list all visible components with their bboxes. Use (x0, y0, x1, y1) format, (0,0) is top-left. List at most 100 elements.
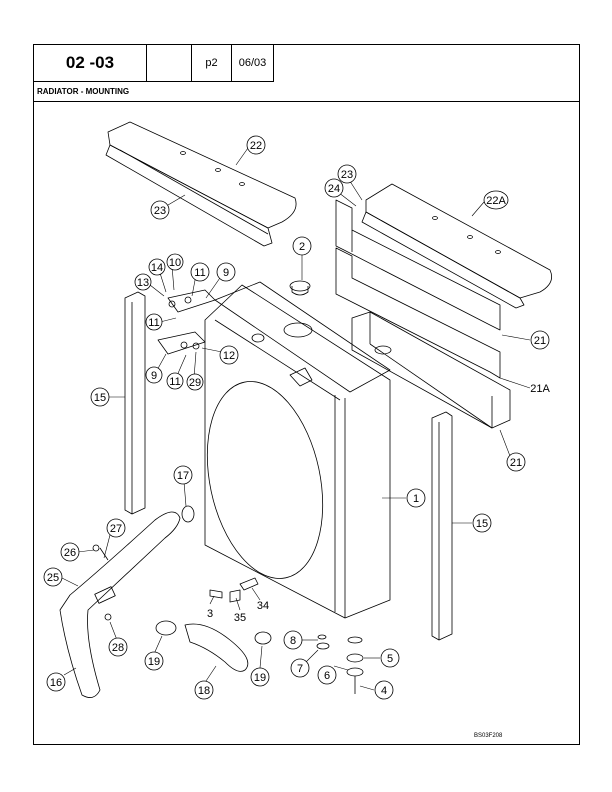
callout-label: 10 (169, 257, 181, 269)
mounting-hardware (316, 634, 364, 694)
callout-label: 14 (151, 262, 163, 274)
callout-label: 19 (148, 656, 160, 668)
callout: 8 (283, 630, 303, 650)
callout: 34 (257, 600, 269, 612)
callout: 21A (530, 383, 550, 395)
callout: 16 (46, 672, 66, 692)
callout-label: 21 (534, 335, 546, 347)
callout: 19 (144, 651, 164, 671)
callout: 3 (207, 608, 213, 620)
callout: 23 (337, 164, 357, 184)
callout: 9 (145, 366, 163, 384)
upper-hose (59, 511, 181, 698)
drawing-code: BS03F208 (474, 733, 503, 739)
page-title: RADIATOR - MOUNTING (34, 82, 579, 102)
callout-label: 3 (207, 608, 213, 620)
callout: 22A (483, 190, 509, 210)
blank-cell (147, 45, 192, 82)
radiator-cap (289, 280, 311, 296)
page-frame: 02 -03 p2 06/03 RADIATOR - MOUNTING (33, 44, 580, 745)
bracket-hardware (92, 544, 112, 621)
callout: 21 (530, 330, 550, 350)
callout: 27 (106, 518, 126, 538)
callout: 19 (250, 667, 270, 687)
callout: 24 (324, 178, 344, 198)
radiator-body (204, 281, 391, 619)
callout-label: 11 (148, 317, 159, 329)
callout: 11 (145, 313, 163, 331)
callout: 22 (246, 135, 266, 155)
callout-label: 17 (177, 470, 189, 482)
callout: 2 (292, 236, 312, 256)
page-number: p2 (192, 45, 232, 82)
callout: 5 (380, 648, 400, 668)
callout: 29 (186, 373, 204, 391)
callout: 15 (472, 513, 492, 533)
callout-label: 6 (324, 670, 330, 682)
callout-label: 16 (50, 677, 62, 689)
section-code: 02 -03 (34, 45, 147, 82)
callout: 35 (234, 612, 246, 624)
callout: 6 (317, 665, 337, 685)
callout: 9 (216, 262, 236, 282)
callout-label: 11 (194, 267, 205, 279)
left-seal (124, 291, 146, 515)
right-seal (431, 411, 453, 641)
callout-label: 22A (486, 195, 506, 207)
foam-block (351, 311, 511, 429)
leader-lines (61, 147, 531, 691)
top-shroud (105, 121, 297, 247)
callout-label: 5 (387, 653, 393, 665)
header-row: 02 -03 p2 06/03 (34, 45, 274, 82)
callout: 11 (166, 372, 184, 390)
callout-label: 22 (250, 140, 262, 152)
callout-label: 26 (64, 547, 76, 559)
callout-label: 9 (223, 267, 229, 279)
top-brackets (157, 289, 216, 355)
callout: 10 (166, 253, 184, 271)
callout-label: 35 (234, 612, 246, 624)
callout-label: 23 (341, 169, 353, 181)
callout-label: 28 (112, 642, 124, 654)
callout-label: 24 (328, 183, 340, 195)
callout: 1 (406, 488, 426, 508)
revision-date: 06/03 (232, 45, 274, 82)
callout-label: 15 (94, 392, 106, 404)
callout: 18 (194, 680, 214, 700)
callout-label: 25 (47, 572, 59, 584)
callout-label: 18 (198, 685, 210, 697)
right-shroud (361, 183, 553, 309)
callout-label: 8 (290, 635, 296, 647)
callout: 7 (290, 658, 310, 678)
callout-label: 1 (413, 493, 419, 505)
callout-label: 7 (297, 663, 303, 675)
callouts: 22 23 23 24 22A 2 14 10 13 11 9 11 12 9 … (43, 135, 550, 700)
callout-label: 9 (151, 370, 157, 382)
callout-label: 27 (110, 523, 122, 535)
callout-label: 11 (169, 376, 180, 388)
callout: 17 (173, 465, 193, 485)
callout-label: 19 (254, 672, 266, 684)
callout-label: 12 (223, 350, 235, 362)
callout: 13 (134, 273, 152, 291)
side-brackets (335, 199, 501, 379)
callout-label: 34 (257, 600, 269, 612)
callout-label: 2 (299, 241, 305, 253)
callout-label: 29 (189, 377, 201, 389)
callout: 26 (60, 542, 80, 562)
callout-label: 23 (154, 205, 166, 217)
callout-label: 21A (530, 383, 550, 395)
callout: 14 (148, 258, 166, 276)
callout: 23 (150, 200, 170, 220)
callout: 28 (108, 637, 128, 657)
callout: 21 (506, 452, 526, 472)
hose-clamps (155, 505, 272, 645)
callout: 15 (90, 387, 110, 407)
callout-label: 15 (476, 518, 488, 530)
callout-label: 13 (137, 277, 149, 289)
callout-label: 4 (381, 685, 387, 697)
callout: 25 (43, 567, 63, 587)
callout: 4 (374, 680, 394, 700)
callout: 12 (219, 345, 239, 365)
